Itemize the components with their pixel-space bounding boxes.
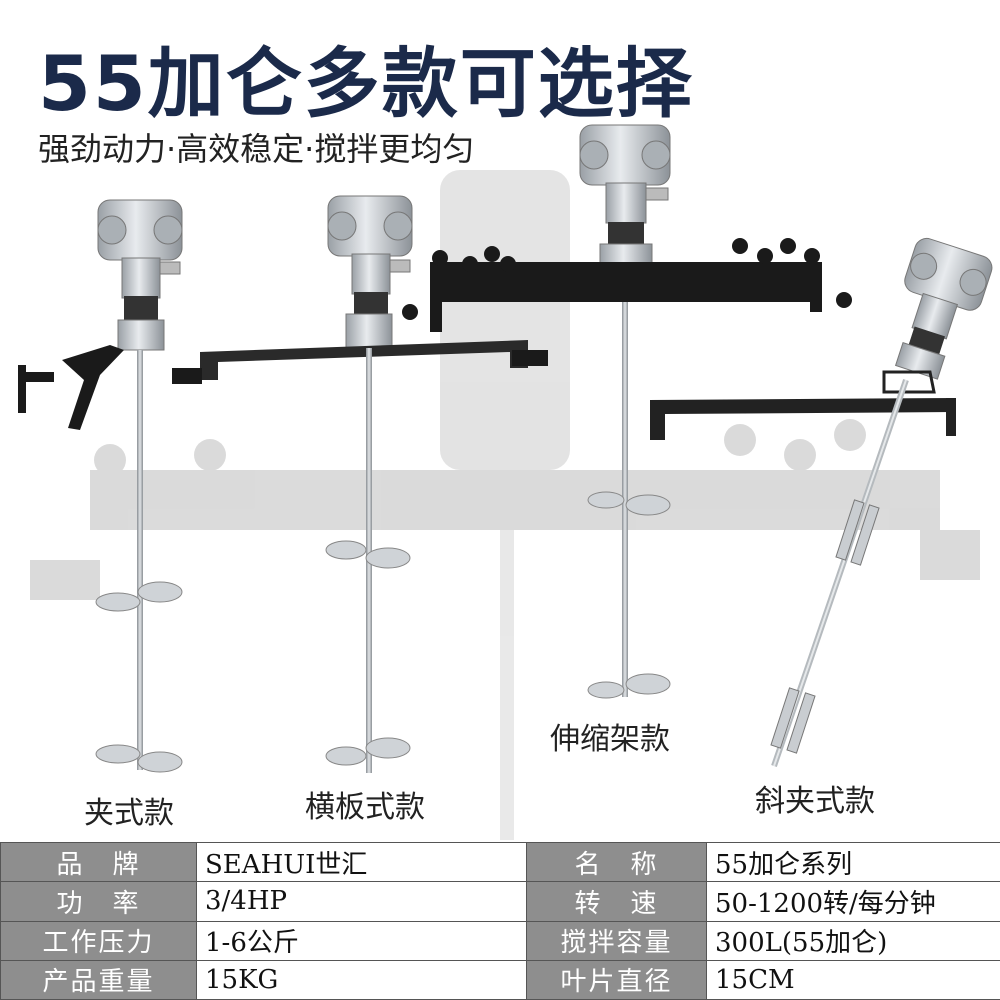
spec-value: 55加仑系列 xyxy=(706,841,1000,883)
product-label-telescopic: 伸缩架款 xyxy=(550,722,670,757)
spec-value: 15KG xyxy=(196,959,527,1000)
mixer-plate-type xyxy=(172,195,548,773)
spec-value: 1-6公斤 xyxy=(196,920,527,961)
spec-row: 工作压力 1-6公斤 搅拌容量 300L(55加仑) xyxy=(0,920,1000,961)
spec-value: 15CM xyxy=(706,959,1000,1000)
spec-row: 产品重量 15KG 叶片直径 15CM xyxy=(0,959,1000,1000)
product-label-clamp: 夹式款 xyxy=(84,796,174,831)
mixer-inclined-clamp-type xyxy=(650,237,993,767)
page-title: 55加仑多款可选择 xyxy=(38,39,694,128)
spec-key: 功 率 xyxy=(0,881,197,922)
spec-key: 产品重量 xyxy=(0,959,197,1000)
spec-value: 3/4HP xyxy=(196,881,527,922)
spec-table: 品 牌 SEAHUI世汇 名 称 55加仑系列 功 率 3/4HP 转 速 50… xyxy=(0,841,1000,1000)
spec-key: 品 牌 xyxy=(0,841,197,883)
spec-key: 搅拌容量 xyxy=(526,920,707,961)
product-label-plate: 横板式款 xyxy=(305,790,425,825)
product-label-inclined: 斜夹式款 xyxy=(755,784,875,819)
spec-value: 50-1200转/每分钟 xyxy=(706,881,1000,922)
page-subtitle: 强劲动力·高效稳定·搅拌更均匀 xyxy=(38,130,475,168)
spec-value: SEAHUI世汇 xyxy=(196,841,527,883)
spec-row: 品 牌 SEAHUI世汇 名 称 55加仑系列 xyxy=(0,841,1000,883)
spec-key: 转 速 xyxy=(526,881,707,922)
spec-key: 名 称 xyxy=(526,841,707,883)
spec-row: 功 率 3/4HP 转 速 50-1200转/每分钟 xyxy=(0,881,1000,922)
product-illustration xyxy=(18,124,993,840)
spec-key: 叶片直径 xyxy=(526,959,707,1000)
mixer-telescopic-type xyxy=(402,124,852,699)
mixer-clamp-type xyxy=(18,199,183,773)
spec-key: 工作压力 xyxy=(0,920,197,961)
spec-value: 300L(55加仑) xyxy=(706,920,1000,961)
background-stand xyxy=(30,170,980,840)
